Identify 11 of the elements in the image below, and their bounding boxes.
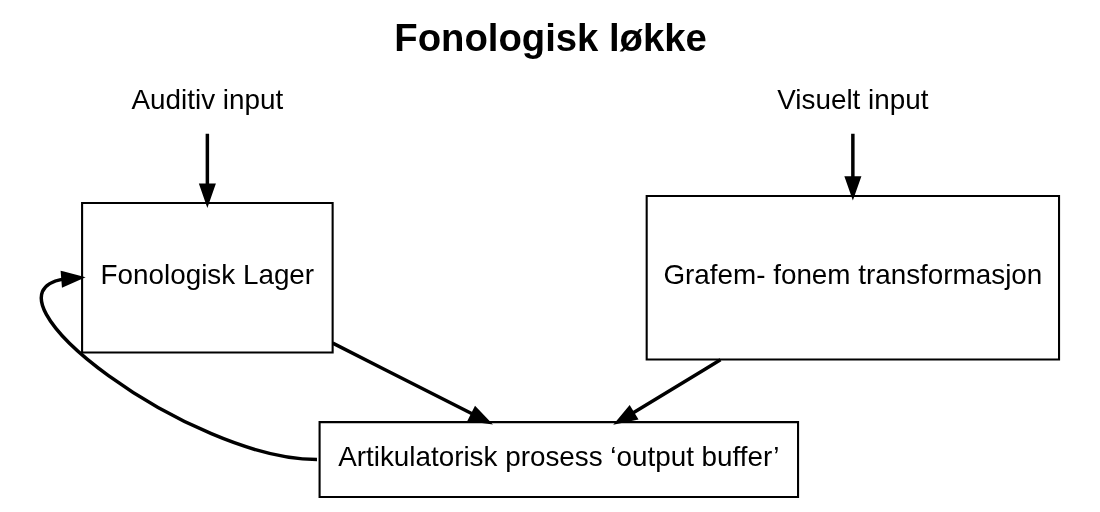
arrow (844, 133, 862, 201)
node-box: Grafem- fonem transformasjon (645, 194, 1061, 361)
diagram-title: Fonologisk løkke (394, 15, 707, 59)
node-text: Auditiv input (131, 83, 284, 115)
node-box: Fonologisk Lager (81, 201, 334, 354)
node-text: Visuelt input (777, 83, 929, 115)
arrow (613, 358, 722, 425)
arrow (332, 341, 493, 425)
node-box: Artikulatorisk prosess ‘output buffer’ (318, 421, 800, 499)
arrow (198, 133, 216, 208)
arrow (39, 270, 318, 462)
